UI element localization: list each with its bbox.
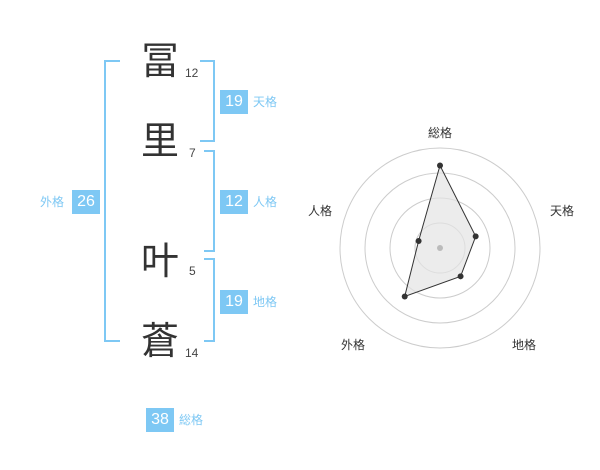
tenkaku-label: 天格	[253, 95, 278, 109]
soukaku-value-badge: 38	[146, 408, 174, 432]
name-char-4: 蒼	[141, 319, 180, 363]
soukaku-label: 総格	[179, 413, 204, 427]
radar-point-1	[472, 233, 479, 240]
jinkaku-label: 人格	[253, 195, 278, 209]
name-char-3: 叶	[141, 239, 180, 283]
jinkaku-value-badge: 12	[220, 190, 248, 214]
radar-label-jinkaku: 人格	[308, 204, 333, 218]
stroke-count-2: 7	[189, 146, 196, 160]
radar-label-tenkaku: 天格	[550, 204, 575, 218]
radar-label-gaikaku: 外格	[341, 338, 366, 352]
gaikaku-value-badge: 26	[72, 190, 100, 214]
radar-ring-4	[339, 147, 541, 349]
radar-point-3	[401, 293, 408, 300]
radar-chart	[339, 147, 541, 349]
jinkaku-bracket	[204, 150, 215, 252]
gaikaku-label: 外格	[40, 195, 65, 209]
tenkaku-value-badge: 19	[220, 90, 248, 114]
radar-data-points	[401, 162, 479, 300]
gaikaku-bracket	[104, 60, 120, 342]
radar-label-soukaku: 総格	[428, 126, 453, 140]
chikaku-label: 地格	[253, 295, 278, 309]
radar-point-4	[415, 238, 422, 245]
chikaku-bracket	[204, 258, 215, 342]
radar-label-chikaku: 地格	[512, 338, 537, 352]
name-char-1: 冨	[141, 39, 180, 83]
radar-point-0	[437, 162, 443, 169]
radar-point-2	[457, 273, 464, 280]
stroke-count-1: 12	[185, 66, 199, 80]
stroke-count-3: 5	[189, 264, 196, 278]
stroke-count-4: 14	[185, 346, 199, 360]
name-char-2: 里	[141, 119, 180, 163]
tenkaku-bracket	[200, 60, 215, 142]
radar-data-polygon	[403, 164, 477, 298]
radar-center-point	[437, 245, 443, 251]
chikaku-value-badge: 19	[220, 290, 248, 314]
